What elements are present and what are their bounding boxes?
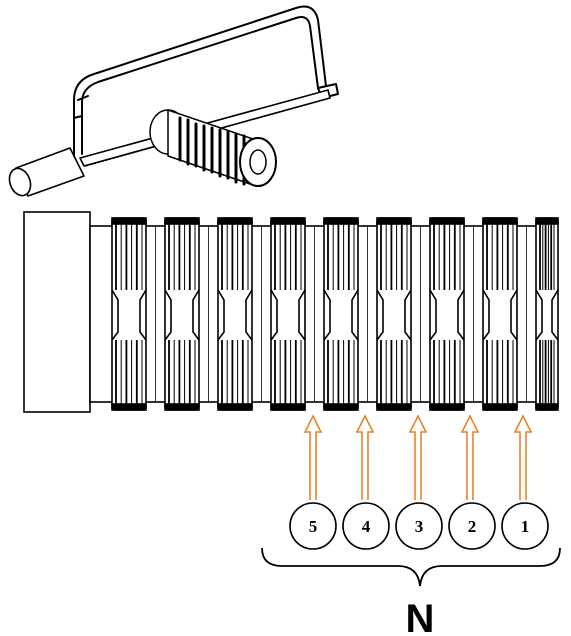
cut-marker-number: 4 [362, 517, 371, 536]
threaded-pipe-icon [149, 109, 277, 187]
threaded-pipe [23, 211, 559, 413]
pipe-thread-ring [270, 217, 306, 411]
pipe-thread-ring [482, 217, 518, 411]
cut-marker-number: 5 [309, 517, 318, 536]
cut-markers: 5 4 3 2 1 [289, 502, 549, 550]
cut-marker-number: 2 [468, 517, 477, 536]
cut-marker: 4 [342, 502, 390, 550]
pipe-thread-ring [535, 217, 559, 411]
cut-arrow [460, 414, 480, 500]
group-brace [261, 547, 561, 587]
pipe-thread-ring [376, 217, 412, 411]
saw-frame [73, 5, 339, 157]
cut-arrow [408, 414, 428, 500]
cut-marker: 1 [501, 502, 549, 550]
cut-marker-number: 3 [415, 517, 424, 536]
pipe-thread-ring [111, 217, 147, 411]
cut-marker-number: 1 [521, 517, 530, 536]
pipe-thread-ring [429, 217, 465, 411]
cut-arrow [355, 414, 375, 500]
cut-arrows [303, 414, 533, 500]
pipe-thread-ring [164, 217, 200, 411]
group-label-n: N [406, 597, 435, 636]
pipe-end-cap [23, 211, 91, 413]
cut-arrow [303, 414, 323, 500]
hacksaw-illustration [8, 5, 339, 197]
cut-marker: 2 [448, 502, 496, 550]
cut-marker: 3 [395, 502, 443, 550]
pipe-thread-ring [217, 217, 253, 411]
saw-handle [8, 147, 85, 197]
cut-arrow [513, 414, 533, 500]
cut-marker: 5 [289, 502, 337, 550]
pipe-thread-ring [323, 217, 359, 411]
